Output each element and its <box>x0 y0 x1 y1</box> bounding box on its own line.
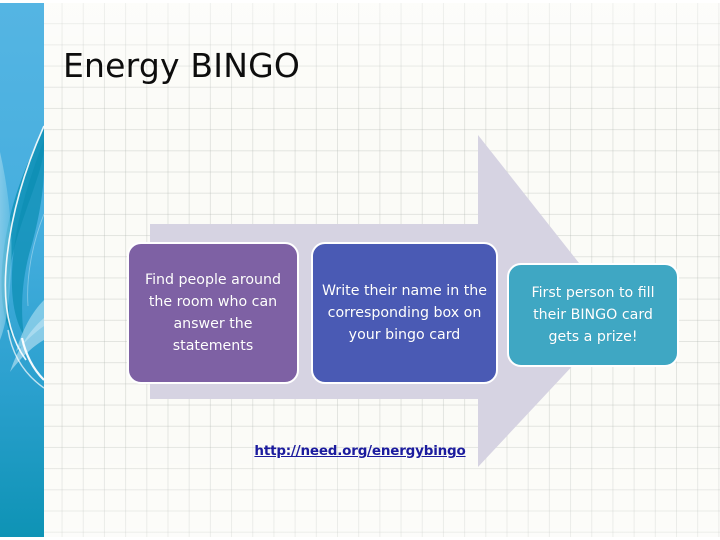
process-step-box-1[interactable]: Find people around the room who can answ… <box>127 242 299 384</box>
process-step-text-2: Write their name in the corresponding bo… <box>321 283 487 343</box>
process-step-box-2[interactable]: Write their name in the corresponding bo… <box>311 242 498 384</box>
decorative-blue-band <box>0 0 44 540</box>
process-step-text-3: First person to fill their BINGO card ge… <box>531 285 655 345</box>
page-title: Energy BINGO <box>63 46 301 85</box>
process-step-text-1: Find people around the room who can answ… <box>144 272 282 354</box>
resource-url-link[interactable]: http://need.org/energybingo <box>254 443 466 459</box>
slide-top-edge <box>0 0 720 3</box>
slide-bottom-edge <box>0 537 720 540</box>
process-step-box-3[interactable]: First person to fill their BINGO card ge… <box>507 263 679 367</box>
sidebar-swirl-graphic <box>0 3 44 537</box>
